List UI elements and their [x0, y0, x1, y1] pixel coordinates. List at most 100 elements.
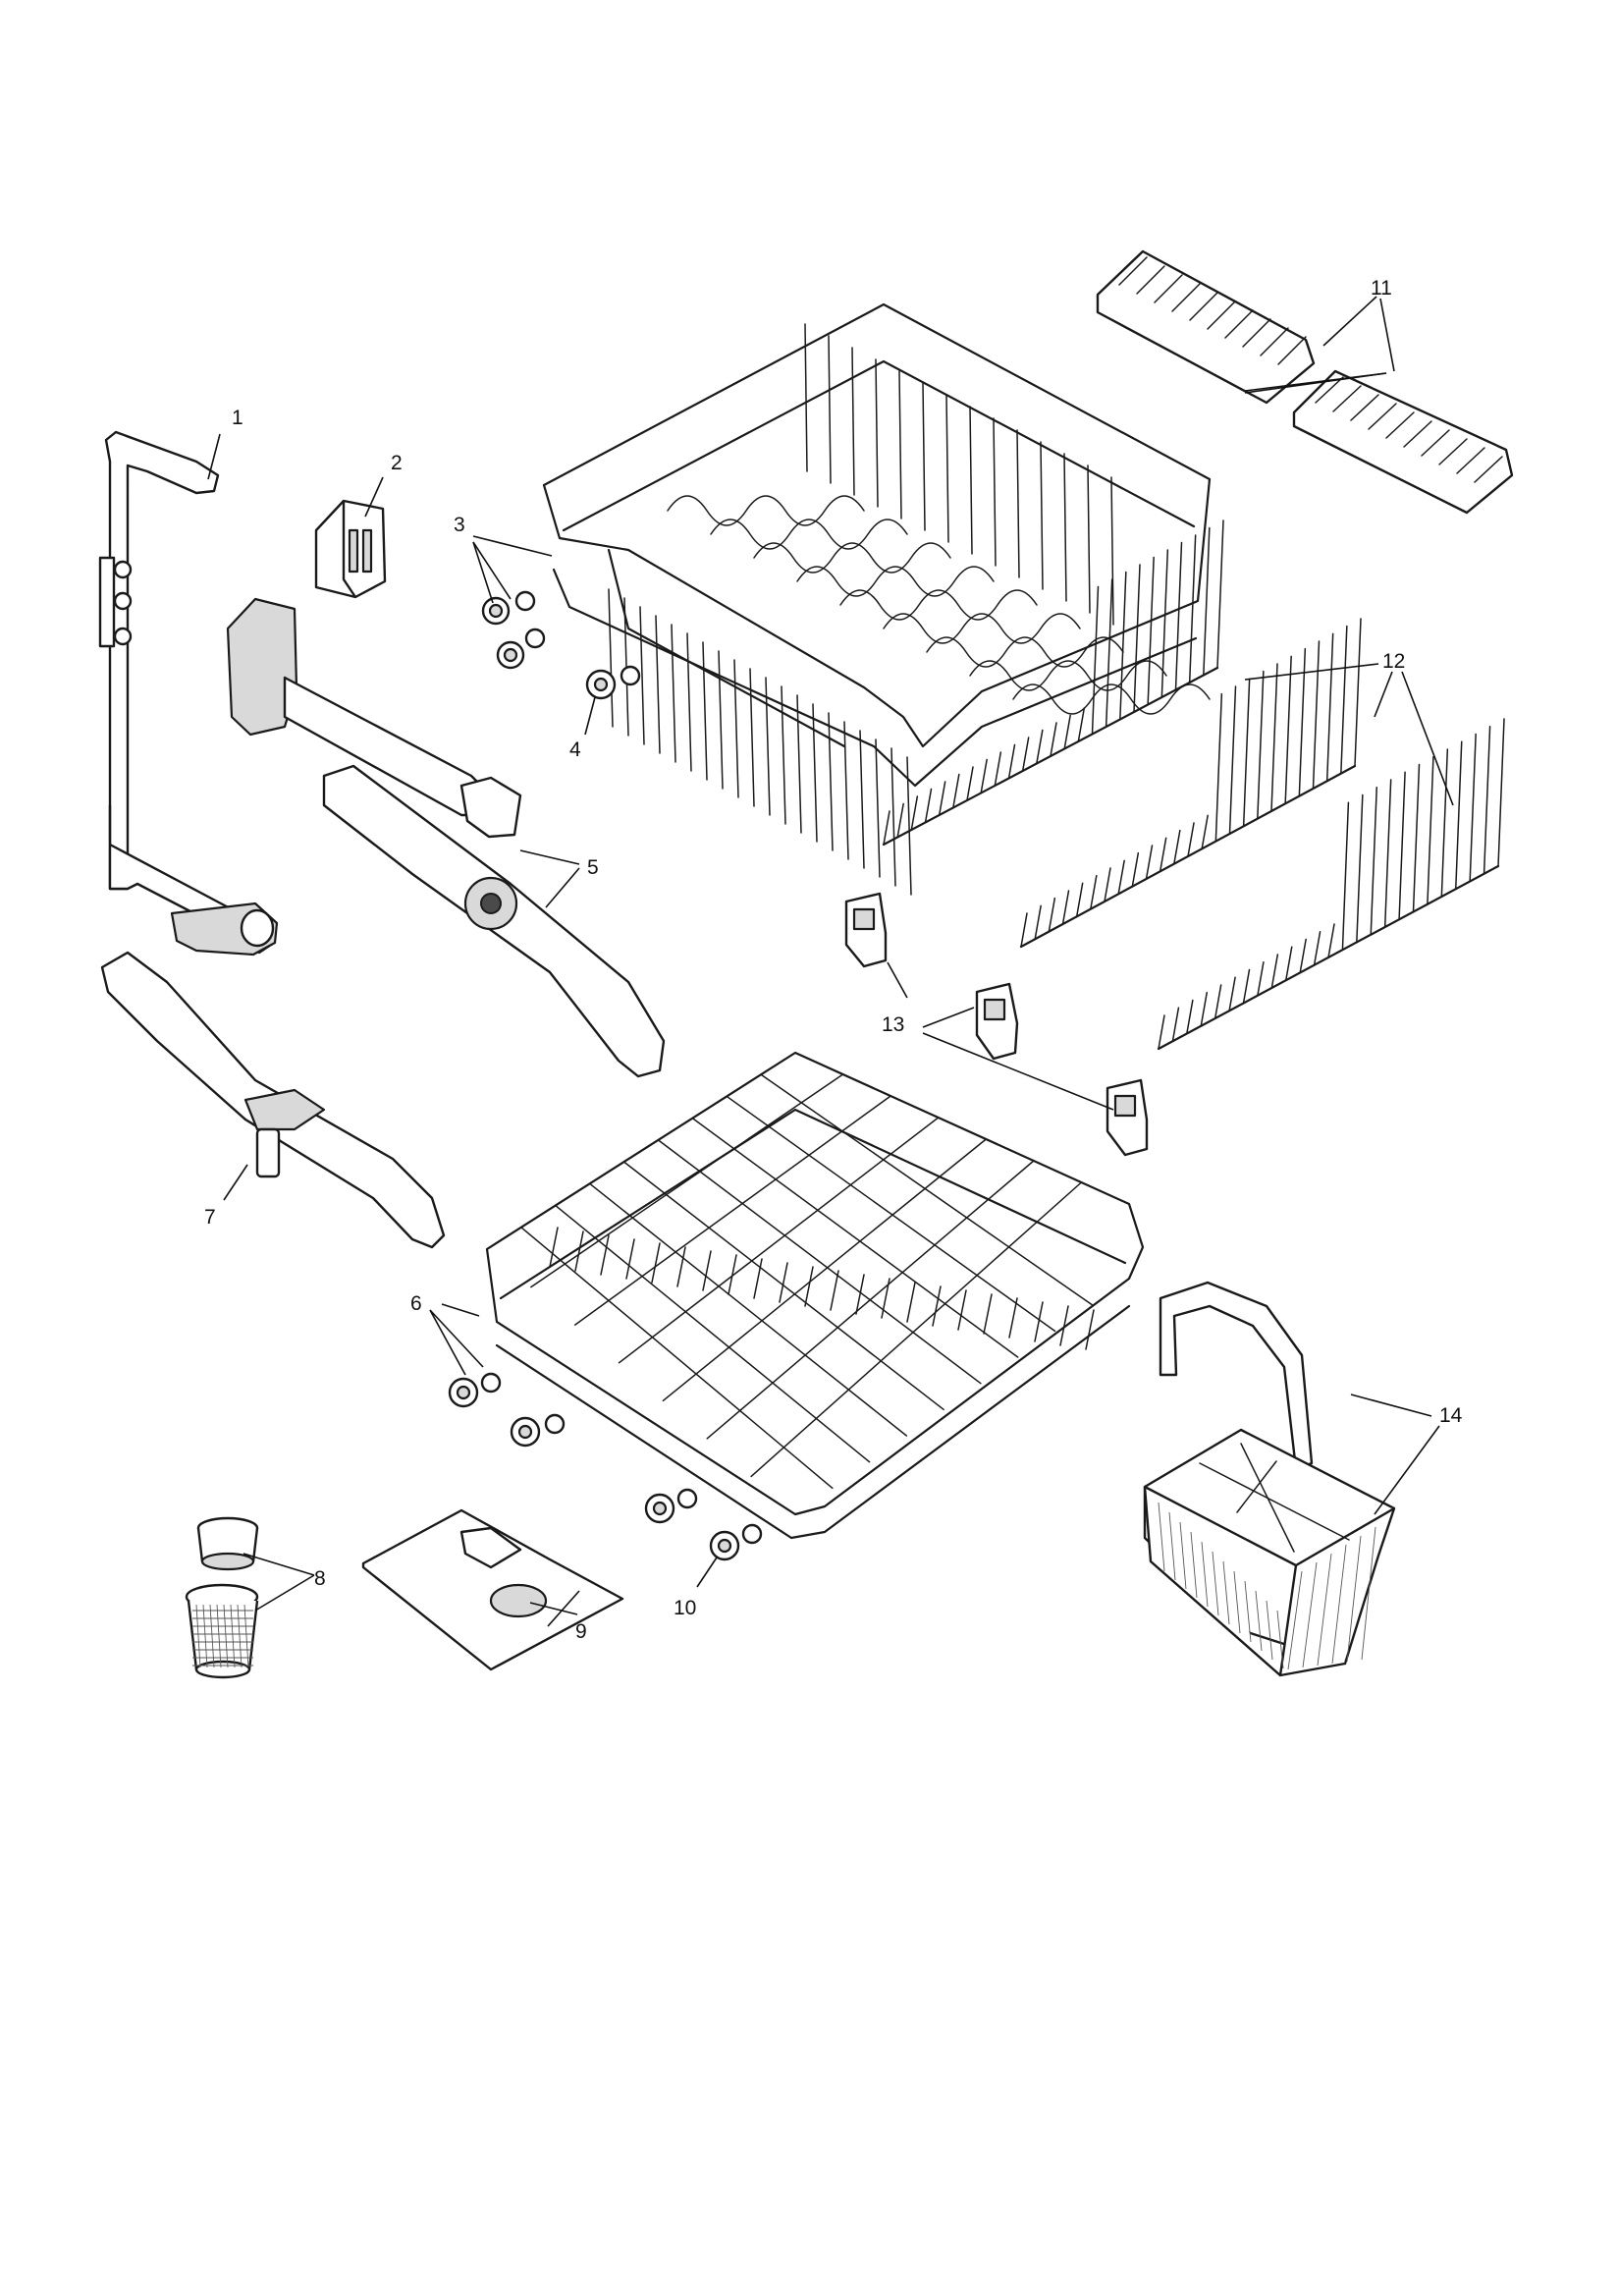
wire-segment	[1008, 1297, 1018, 1339]
wire-segment	[1207, 301, 1236, 330]
wire-segment	[906, 1282, 916, 1323]
wire-segment	[195, 1604, 201, 1668]
wire-segment	[966, 766, 974, 801]
wire-segment	[851, 347, 855, 496]
wire-segment	[932, 1285, 942, 1327]
callouts: 1 2 3 4 5 6 7 8 9 10 11 12 13 14	[204, 277, 1463, 1643]
wire-segment	[1034, 1301, 1044, 1342]
wire-segment	[753, 1258, 763, 1299]
wire-segment	[1298, 647, 1307, 797]
wire-segment	[1173, 829, 1181, 865]
callout-11: 11	[1371, 277, 1392, 300]
wire-segment	[651, 1242, 661, 1284]
wire-segment	[230, 1604, 236, 1668]
callout-8: 8	[314, 1567, 326, 1590]
wire-segment	[1469, 733, 1477, 883]
wire-segment	[1438, 438, 1468, 465]
wire-segment	[1190, 1531, 1198, 1599]
wire-segment	[223, 1604, 229, 1668]
wire-segment	[1059, 1305, 1069, 1346]
wire-segment	[1063, 453, 1067, 602]
wire-segment	[1145, 845, 1154, 880]
wire-segment	[202, 1604, 208, 1668]
callout-3: 3	[454, 514, 465, 536]
wire-segment	[1131, 851, 1140, 888]
wire-segment	[804, 323, 808, 472]
part-8-filters	[185, 1516, 259, 1679]
callout-5: 5	[587, 856, 599, 879]
wire-segment	[938, 781, 946, 816]
wire-segment	[779, 1262, 788, 1303]
part-13-rack-clips	[844, 892, 1149, 1157]
plate-divider	[926, 636, 1124, 668]
wire-segment	[898, 370, 902, 519]
wire-segment	[1075, 882, 1084, 918]
wire-segment	[855, 1274, 865, 1315]
wire-segment	[1040, 441, 1044, 590]
wire-segment	[1302, 1561, 1318, 1668]
wire-segment	[1346, 1535, 1362, 1663]
wire-segment	[1315, 376, 1344, 404]
wire-segment	[1214, 984, 1222, 1019]
wire-segment	[1277, 336, 1307, 365]
wire-segment	[555, 1204, 871, 1463]
wire-segment	[945, 394, 949, 543]
wire-segment	[1189, 292, 1218, 321]
wire-segment	[1350, 394, 1379, 421]
part-7-lower-spray-arm	[100, 951, 446, 1249]
wire-segment	[890, 747, 896, 887]
part-14-cutlery-basket	[1143, 1281, 1396, 1677]
wire-segment	[812, 703, 818, 843]
wire-segment	[1242, 678, 1251, 828]
wire-segment	[1020, 912, 1028, 948]
wire-segment	[1313, 931, 1321, 966]
wire-segment	[1276, 1610, 1284, 1669]
wire-segment	[993, 417, 997, 567]
callout-9: 9	[575, 1620, 587, 1643]
wire-segment	[1440, 748, 1449, 898]
wire-segment	[910, 795, 919, 831]
wire-segment	[702, 1250, 712, 1291]
wire-segment	[765, 677, 771, 816]
wire-segment	[1136, 265, 1165, 295]
wire-segment	[1090, 874, 1098, 910]
wire-segment	[243, 1604, 249, 1668]
plate-divider	[796, 566, 995, 597]
wire-segment	[676, 1246, 686, 1287]
wire-segment	[1171, 283, 1201, 312]
wire-segment	[1174, 541, 1183, 691]
wire-segment	[828, 712, 834, 851]
wire-segment	[1110, 476, 1114, 626]
wire-segment	[1201, 814, 1209, 850]
wire-segment	[1285, 946, 1293, 981]
wire-segment	[1168, 1511, 1176, 1581]
wire-segment	[1077, 707, 1086, 742]
wire-segment	[1270, 954, 1279, 989]
part-3-rollers	[481, 590, 546, 670]
wire-segment	[1021, 737, 1030, 772]
wire-segment	[1105, 578, 1113, 728]
plate-divider	[710, 519, 908, 550]
wire-segment	[237, 1604, 243, 1668]
wire-segment	[1201, 1541, 1209, 1608]
wire-segment	[600, 1234, 610, 1276]
part-12-tine-rows	[882, 519, 1505, 1051]
callout-4: 4	[569, 738, 581, 761]
wire-segment	[1034, 904, 1042, 941]
wire-segment	[1016, 429, 1020, 578]
wire-segment	[733, 659, 739, 798]
wire-segment	[1266, 1600, 1273, 1661]
wire-segment	[1091, 585, 1100, 736]
wire-segment	[1203, 526, 1211, 677]
wire-segment	[718, 650, 724, 790]
wire-segment	[1104, 867, 1111, 902]
wire-segment	[796, 694, 802, 834]
wire-segment	[883, 810, 890, 846]
wire-segment	[1370, 787, 1377, 936]
lower-rack	[485, 1051, 1145, 1540]
part-2-clip	[314, 499, 387, 599]
wire-segment	[1187, 822, 1195, 857]
callout-10: 10	[674, 1597, 696, 1619]
callout-1: 1	[232, 407, 243, 429]
wire-segment	[969, 406, 973, 555]
